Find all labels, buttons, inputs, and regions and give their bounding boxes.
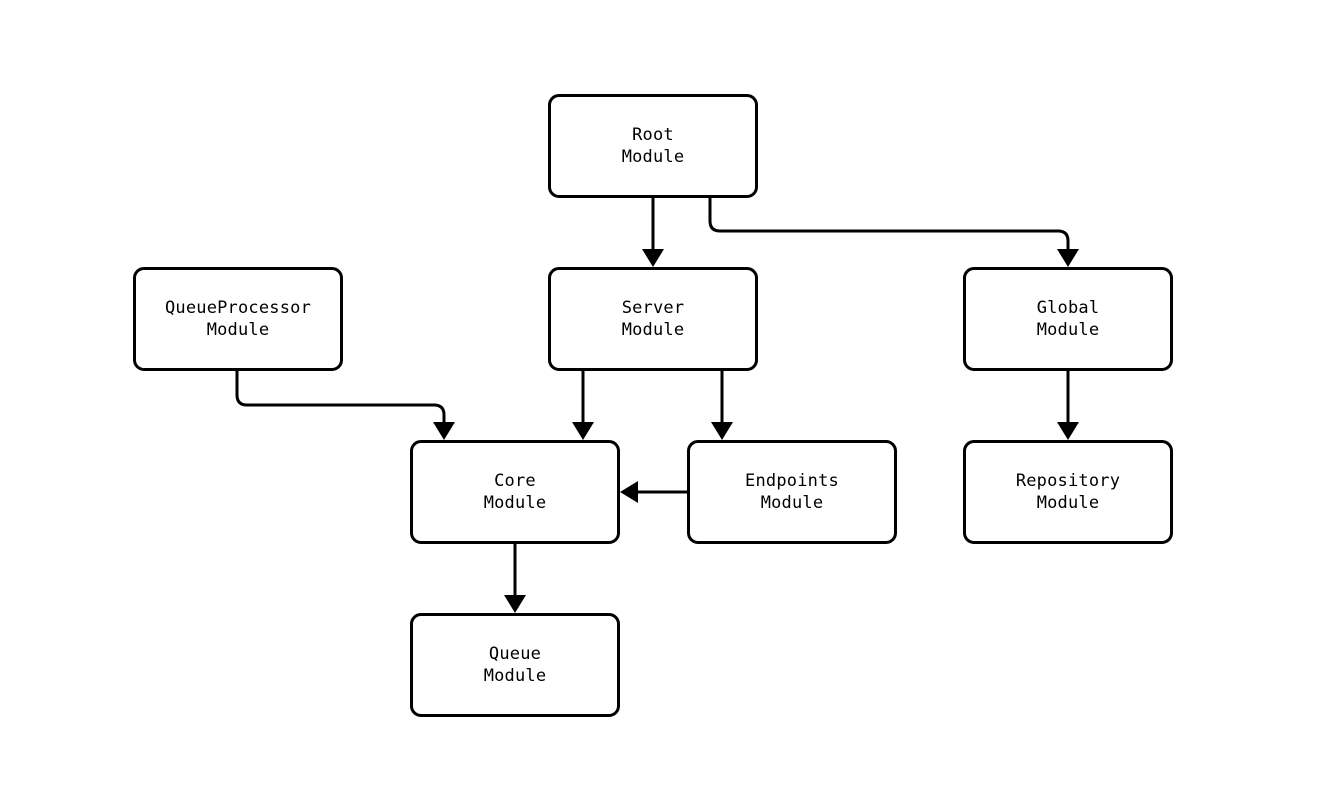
node-label-secondary: Module [760,493,824,513]
edge-queueprocessor-to-core [235,371,455,440]
edge-endpoints-to-core [620,481,687,503]
node-label-primary: Root [632,125,674,145]
edge-server-to-endpoints [711,371,733,440]
arrowhead-icon [620,481,638,503]
node-label-secondary: Module [1036,320,1100,340]
node-label-secondary: Module [206,320,270,340]
arrowhead-icon [1057,249,1079,267]
node-label-primary: Server [621,298,685,318]
node-label-secondary: Module [621,320,685,340]
edge-server-to-core [572,371,594,440]
node-label-primary: Global [1036,298,1100,318]
node-label-secondary: Module [1036,493,1100,513]
edge-line [235,371,446,425]
node-label-primary: Endpoints [745,471,839,491]
edge-root-to-server [642,198,664,267]
edge-core-to-queue [504,544,526,613]
arrowhead-icon [642,249,664,267]
node-label-primary: Repository [1015,471,1121,491]
node-label-primary: Core [494,471,536,491]
edge-global-to-repository [1057,371,1079,440]
node-label-primary: QueueProcessor [164,298,312,318]
edge-line [708,198,1070,252]
arrowhead-icon [711,422,733,440]
arrowhead-icon [433,422,455,440]
node-label-secondary: Module [621,147,685,167]
edge-root-to-global [708,198,1079,267]
arrowhead-icon [504,595,526,613]
node-label-secondary: Module [483,493,547,513]
node-label-primary: Queue [488,644,542,664]
arrowhead-icon [1057,422,1079,440]
node-label-secondary: Module [483,666,547,686]
arrowhead-icon [572,422,594,440]
